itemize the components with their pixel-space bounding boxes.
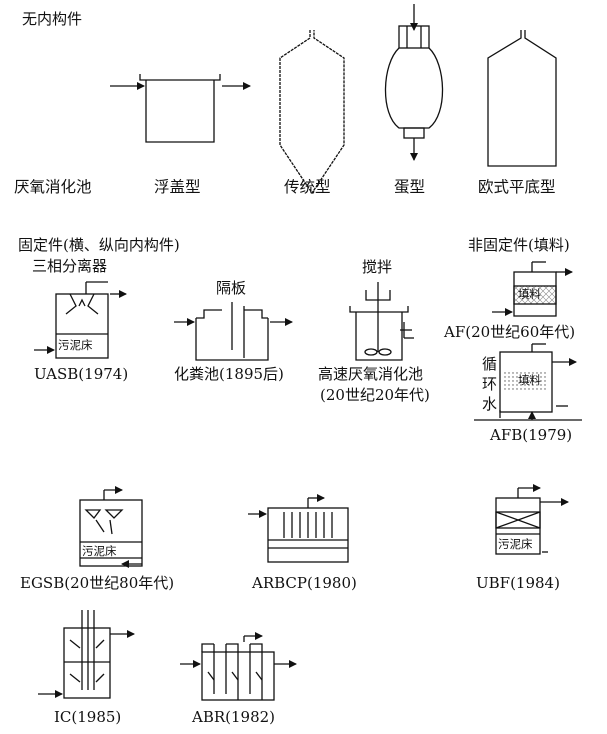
label-anaerobic-digester: 厌氧消化池 bbox=[14, 178, 92, 196]
label-baffle: 隔板 bbox=[216, 279, 247, 297]
traditional-reactor bbox=[279, 30, 345, 195]
label-ic: IC(1985) bbox=[54, 708, 122, 726]
ic-reactor bbox=[38, 610, 135, 699]
label-high-rate-2: (20世纪20年代) bbox=[320, 386, 430, 404]
abr-reactor bbox=[180, 632, 297, 701]
af-reactor bbox=[492, 261, 573, 317]
floating-cover-reactor bbox=[110, 74, 251, 143]
egg-reactor bbox=[384, 4, 444, 161]
label-uasb: UASB(1974) bbox=[34, 365, 129, 383]
section-fixed: 固定件(横、纵向内构件) bbox=[18, 236, 180, 254]
section-no-internals: 无内构件 bbox=[22, 10, 83, 28]
septic-tank bbox=[174, 302, 293, 361]
label-septic: 化粪池(1895后) bbox=[174, 365, 284, 383]
label-recirc-3: 水 bbox=[482, 395, 498, 413]
arbcp-reactor bbox=[248, 494, 349, 563]
egsb-sludge-label: 污泥床 bbox=[82, 544, 117, 558]
label-recirc-2: 环 bbox=[482, 375, 498, 393]
uasb-sludge-label: 污泥床 bbox=[58, 338, 93, 352]
label-af: AF(20世纪60年代) bbox=[444, 323, 576, 341]
ubf-sludge-label: 污泥床 bbox=[498, 537, 533, 551]
uasb-reactor bbox=[34, 281, 127, 359]
afb-reactor bbox=[474, 343, 582, 421]
european-reactor bbox=[487, 30, 557, 167]
label-egg: 蛋型 bbox=[394, 178, 426, 196]
label-arbcp: ARBCP(1980) bbox=[252, 574, 357, 592]
label-abr: ABR(1982) bbox=[192, 708, 276, 726]
label-egsb: EGSB(20世纪80年代) bbox=[20, 574, 175, 592]
section-non-fixed: 非固定件(填料) bbox=[468, 236, 570, 254]
label-high-rate-1: 高速厌氧消化池 bbox=[318, 365, 424, 383]
high-rate-digester bbox=[349, 282, 414, 361]
label-recirc-1: 循 bbox=[482, 355, 498, 373]
egsb-reactor bbox=[79, 486, 143, 568]
label-european: 欧式平底型 bbox=[478, 178, 556, 196]
label-floating-cover: 浮盖型 bbox=[154, 178, 201, 196]
af-packing-label: 填料 bbox=[518, 287, 541, 301]
ubf-reactor bbox=[495, 484, 569, 555]
label-afb: AFB(1979) bbox=[490, 426, 573, 444]
label-ubf: UBF(1984) bbox=[476, 574, 560, 592]
label-stirring: 搅拌 bbox=[362, 258, 393, 276]
afb-packing-label: 填料 bbox=[518, 373, 541, 387]
label-three-phase: 三相分离器 bbox=[32, 257, 108, 275]
